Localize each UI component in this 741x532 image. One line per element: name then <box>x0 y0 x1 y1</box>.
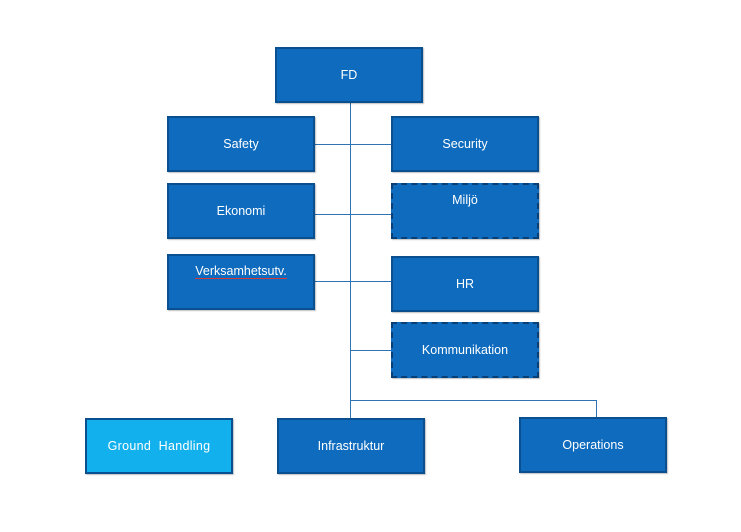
node-kommunikation[interactable]: Kommunikation <box>391 322 539 378</box>
connector-operations <box>350 400 597 417</box>
node-operations[interactable]: Operations <box>519 417 667 473</box>
node-infrastruktur[interactable]: Infrastruktur <box>277 418 425 474</box>
node-security[interactable]: Security <box>391 116 539 172</box>
node-miljo[interactable]: Miljö <box>391 183 539 239</box>
node-miljo-label: Miljö <box>452 193 478 207</box>
node-verksamhetsutv[interactable]: Verksamhetsutv. <box>167 254 315 310</box>
node-ekonomi-label: Ekonomi <box>216 204 266 218</box>
node-infrastruktur-label: Infrastruktur <box>317 439 385 453</box>
node-security-label: Security <box>442 137 488 151</box>
node-fd-label: FD <box>340 68 358 82</box>
node-safety[interactable]: Safety <box>167 116 315 172</box>
node-kommunikation-label: Kommunikation <box>421 343 509 357</box>
node-fd[interactable]: FD <box>275 47 423 103</box>
node-ground-handling-label: Ground Handling <box>107 439 211 453</box>
node-hr[interactable]: HR <box>391 256 539 312</box>
node-hr-label: HR <box>455 277 475 291</box>
node-safety-label: Safety <box>223 137 259 151</box>
node-ground-handling[interactable]: Ground Handling <box>85 418 233 474</box>
node-ekonomi[interactable]: Ekonomi <box>167 183 315 239</box>
node-operations-label: Operations <box>562 438 624 452</box>
node-verksamhetsutv-label: Verksamhetsutv. <box>195 264 287 279</box>
